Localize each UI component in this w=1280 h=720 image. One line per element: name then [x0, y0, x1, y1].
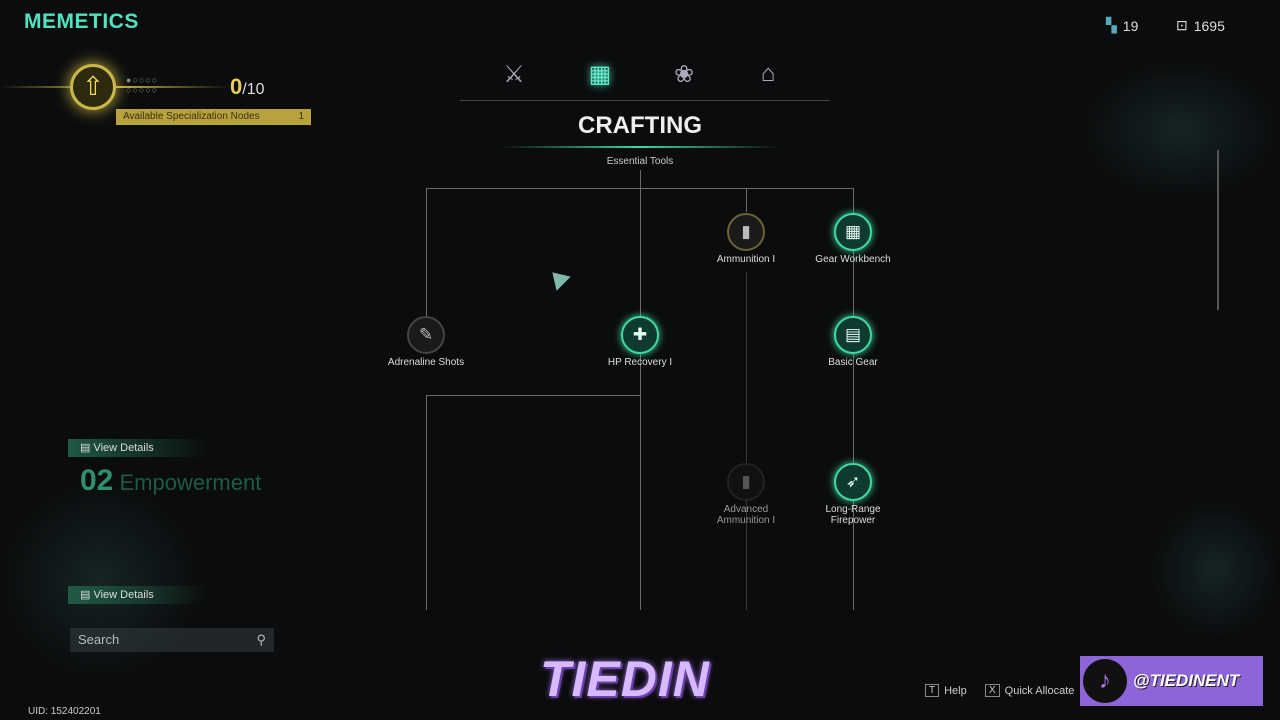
progress-current: 0: [230, 74, 243, 99]
skill-node-ammunition-i[interactable]: ▮ Ammunition I: [686, 213, 806, 265]
node-label: HP Recovery I: [607, 357, 673, 368]
view-details-label: View Details: [93, 442, 154, 454]
section-title: CRAFTING: [578, 112, 702, 139]
page-title: MEMETICS: [24, 10, 139, 33]
workbench-icon: ▦: [834, 213, 872, 251]
node-label: Gear Workbench: [815, 254, 891, 265]
progress-max: /10: [242, 81, 265, 98]
scrollbar[interactable]: [1217, 150, 1219, 310]
available-label: Available Specialization Nodes: [123, 111, 260, 122]
tab-farming[interactable]: ❀: [664, 60, 704, 96]
chapter-name: Empowerment: [119, 470, 262, 495]
search-icon[interactable]: ⚲: [256, 632, 266, 647]
syringe-icon: ✎: [407, 316, 445, 354]
streamer-watermark-logo: TIEDIN: [540, 651, 710, 707]
divider: [500, 146, 780, 148]
chapter-heading: 02 Empowerment: [80, 464, 261, 498]
search-placeholder: Search: [78, 632, 120, 647]
section-subtitle: Essential Tools: [606, 156, 674, 167]
document-icon: ▤: [80, 442, 94, 454]
nebula-decoration: [0, 480, 200, 680]
search-input[interactable]: Search ⚲: [70, 628, 274, 652]
node-label: Ammunition I: [716, 254, 776, 265]
house-icon: ⌂: [760, 60, 776, 87]
node-label: Adrenaline Shots: [387, 357, 465, 368]
energy-count: 1695: [1193, 17, 1225, 34]
tab-housing[interactable]: ⌂: [748, 60, 788, 96]
tiktok-handle: @TIEDINENT: [1133, 671, 1240, 690]
skill-node-basic-gear[interactable]: ▤ Basic Gear: [793, 316, 913, 368]
gear-kit-icon: ▤: [834, 316, 872, 354]
tree-connector: [640, 170, 641, 610]
tree-connector: [426, 395, 427, 610]
available-count: 1: [298, 111, 304, 122]
tree-connector: [746, 272, 747, 610]
skill-node-adrenaline-shots[interactable]: ✎ Adrenaline Shots: [366, 316, 486, 368]
combat-icon: ⚔: [503, 61, 525, 88]
view-details-button[interactable]: ▤ View Details: [68, 439, 208, 457]
tiktok-icon: ♪: [1083, 659, 1127, 703]
crafting-bench-icon: ▦: [588, 61, 612, 88]
chapter-number: 02: [80, 464, 114, 497]
available-nodes-badge: Available Specialization Nodes 1: [116, 109, 311, 125]
node-label: Long-Range Firepower: [825, 504, 881, 526]
nebula-decoration: [1080, 60, 1280, 200]
node-label: Basic Gear: [828, 357, 878, 368]
user-id: UID: 152402201: [28, 706, 101, 717]
skill-node-hp-recovery-i[interactable]: ✚ HP Recovery I: [580, 316, 700, 368]
document-icon: ▤: [80, 589, 94, 601]
nebula-decoration: [1150, 500, 1280, 640]
tree-connector: [853, 188, 854, 610]
resource-crystal: ▚ 19: [1106, 17, 1138, 34]
tree-connector: [426, 395, 640, 396]
quick-allocate-label: Quick Allocate: [1004, 684, 1075, 697]
tiktok-overlay: ♪ @TIEDINENT: [1080, 656, 1263, 706]
ammunition-icon: ▮: [727, 463, 765, 501]
skill-node-gear-workbench[interactable]: ▦ Gear Workbench: [793, 213, 913, 265]
tab-combat[interactable]: ⚔: [494, 60, 534, 96]
skill-node-long-range-firepower[interactable]: ➶ Long-Range Firepower: [793, 463, 913, 526]
tab-divider: [460, 100, 830, 101]
skill-node-advanced-ammunition-i[interactable]: ▮ Advanced Ammunition I: [686, 463, 806, 526]
mouse-cursor: [545, 265, 571, 291]
progress-dots: ●○○○○○○○○○: [126, 75, 159, 95]
tree-connector: [426, 188, 427, 316]
rifle-icon: ➶: [834, 463, 872, 501]
view-details-button-2[interactable]: ▤ View Details: [68, 586, 208, 604]
help-label: Help: [944, 684, 967, 697]
key-hint: X: [985, 684, 1000, 697]
node-label: Advanced Ammunition I: [716, 504, 776, 526]
view-details-label: View Details: [93, 589, 154, 601]
upgrade-arrow-icon[interactable]: ⇧: [70, 64, 116, 110]
help-button[interactable]: T Help: [925, 684, 967, 697]
progress-count: 0/10: [230, 74, 265, 100]
resource-energy: ⊡ 1695: [1176, 17, 1225, 34]
quick-allocate-button[interactable]: X Quick Allocate: [985, 684, 1080, 697]
tab-crafting[interactable]: ▦: [580, 60, 620, 96]
crystal-icon: ▚: [1106, 17, 1117, 33]
medkit-icon: ✚: [621, 316, 659, 354]
crystal-count: 19: [1122, 17, 1139, 34]
key-hint: T: [925, 684, 940, 697]
energy-box-icon: ⊡: [1176, 17, 1188, 33]
plant-icon: ❀: [673, 61, 695, 88]
ammunition-icon: ▮: [727, 213, 765, 251]
tree-connector: [746, 188, 747, 212]
